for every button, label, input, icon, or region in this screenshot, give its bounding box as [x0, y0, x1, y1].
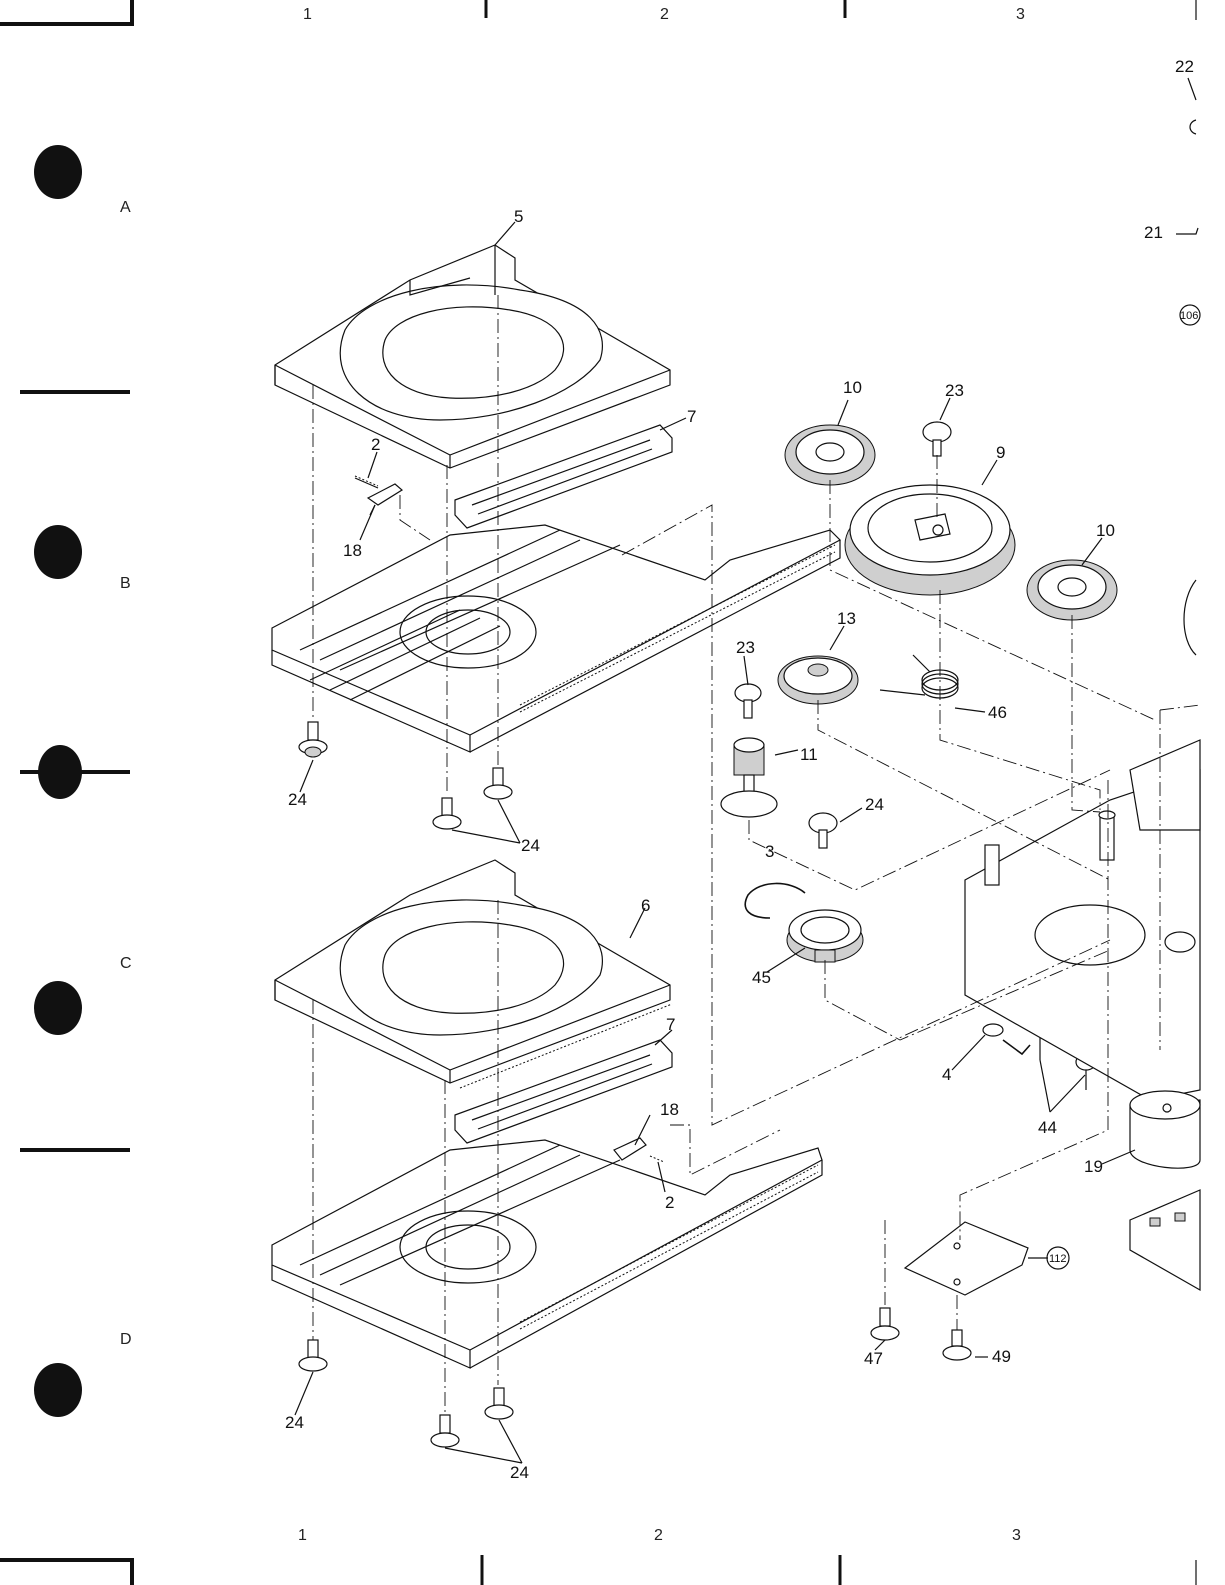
- screw-24-mid: [809, 813, 837, 848]
- callout-45: 45: [752, 968, 771, 987]
- callout-46: 46: [988, 703, 1007, 722]
- binder-hole: [34, 1363, 82, 1417]
- binder-hole: [34, 145, 82, 199]
- callout-23: 23: [945, 381, 964, 400]
- binder-hole: [34, 981, 82, 1035]
- screws-24-lower: [299, 1340, 513, 1447]
- pcb-112: [905, 1222, 1028, 1295]
- gear-10-left: [785, 425, 875, 485]
- screw-23-upper: [923, 422, 951, 456]
- part-6-disc-tray-lower: [275, 860, 672, 1088]
- column-number: 1: [298, 1527, 307, 1544]
- callout-6: 6: [641, 896, 650, 915]
- column-number: 2: [654, 1527, 663, 1544]
- callout-24: 24: [285, 1413, 304, 1432]
- callout-4: 4: [942, 1065, 951, 1084]
- callout-13: 13: [837, 609, 856, 628]
- callout-10: 10: [1096, 521, 1115, 540]
- part-5-disc-tray-upper: [275, 245, 670, 468]
- column-number: 2: [660, 6, 669, 23]
- binder-hole: [34, 525, 82, 579]
- callout-23: 23: [736, 638, 755, 657]
- mechanism-chassis: [965, 740, 1200, 1100]
- row-letter: A: [120, 199, 131, 216]
- callout-2: 2: [371, 435, 380, 454]
- callout-7: 7: [666, 1015, 675, 1034]
- lower-tray-chassis: [272, 1140, 822, 1368]
- gear-11-pinion: [721, 738, 777, 817]
- callout-22: 22: [1175, 57, 1194, 76]
- callout-24: 24: [521, 836, 540, 855]
- gear-13: [778, 656, 858, 704]
- gear-10-right: [1027, 560, 1117, 620]
- callout-47: 47: [864, 1349, 883, 1368]
- callout-49: 49: [992, 1347, 1011, 1366]
- edge-parts-22-21-106: [1176, 78, 1198, 655]
- pcb-right: [1130, 1190, 1200, 1290]
- callout-9: 9: [996, 443, 1005, 462]
- column-number: 3: [1012, 1527, 1021, 1544]
- pulley-45: [787, 910, 863, 962]
- screws-47-49: [871, 1308, 971, 1360]
- callout-18: 18: [660, 1100, 679, 1119]
- screw-23-lower: [735, 684, 761, 718]
- callout-106: 106: [1180, 310, 1198, 322]
- column-number: 3: [1016, 6, 1025, 23]
- binder-holes: [34, 145, 82, 1417]
- gear-9-large: [845, 485, 1015, 595]
- callout-18: 18: [343, 541, 362, 560]
- spring-46: [880, 655, 958, 698]
- callout-24: 24: [510, 1463, 529, 1482]
- lever-18-and-spring-2-lower: [614, 1138, 664, 1162]
- callout-21: 21: [1144, 223, 1163, 242]
- callout-11: 11: [800, 745, 818, 764]
- row-letter: C: [120, 955, 132, 972]
- row-letter: D: [120, 1331, 132, 1348]
- callout-7: 7: [687, 407, 696, 426]
- screws-24-upper: [299, 722, 512, 829]
- belt-3: [745, 883, 805, 918]
- callout-2: 2: [665, 1193, 674, 1212]
- callout-24: 24: [865, 795, 884, 814]
- callout-19: 19: [1084, 1157, 1103, 1176]
- callout-44: 44: [1038, 1118, 1057, 1137]
- binder-hole: [38, 745, 82, 799]
- callout-10: 10: [843, 378, 862, 397]
- callout-3: 3: [765, 842, 774, 861]
- column-number: 1: [303, 6, 312, 23]
- callout-24: 24: [288, 790, 307, 809]
- callout-112: 112: [1049, 1253, 1067, 1265]
- sheet-frame: [0, 0, 1196, 1585]
- row-letter: B: [120, 575, 131, 592]
- callout-5: 5: [514, 207, 523, 226]
- motor-19: [1130, 1091, 1200, 1168]
- spring-2-and-lever-18-upper: [355, 476, 430, 540]
